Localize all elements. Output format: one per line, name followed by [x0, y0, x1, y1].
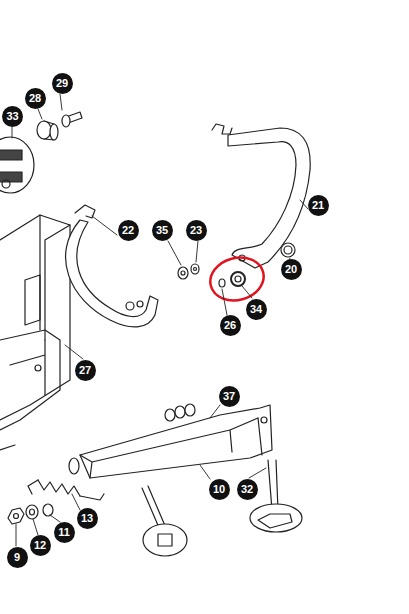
callout-number: 21 — [308, 195, 329, 216]
highlight-ring — [205, 252, 268, 307]
spring-part — [28, 480, 104, 500]
bushing-part — [281, 243, 295, 257]
callout-number: 29 — [52, 73, 73, 94]
callout-number: 23 — [186, 220, 207, 241]
callout-number: 37 — [219, 386, 240, 407]
washer-part — [178, 264, 199, 279]
lever-part — [212, 124, 310, 268]
wheel-part — [0, 137, 34, 193]
callout-number: 11 — [54, 522, 75, 543]
bushing-part — [37, 121, 58, 140]
leader-lines — [12, 94, 308, 546]
nut-part — [219, 272, 245, 287]
callout-number: 27 — [75, 360, 96, 381]
washer-part — [8, 504, 53, 524]
callout-number: 13 — [77, 508, 98, 529]
callout-number: 34 — [246, 299, 267, 320]
callout-number: 28 — [25, 88, 46, 109]
callout-number: 22 — [118, 220, 139, 241]
callout-number: 35 — [152, 220, 173, 241]
callout-number: 33 — [2, 106, 23, 127]
lever-part — [66, 205, 158, 327]
callout-number: 32 — [237, 479, 258, 500]
callout-number: 9 — [7, 547, 28, 568]
bolt-part — [62, 112, 82, 127]
callout-number: 26 — [220, 315, 241, 336]
callout-number: 20 — [281, 259, 302, 280]
pedal-part — [250, 460, 302, 532]
frame-part — [0, 215, 70, 450]
pedal-arm-part — [69, 404, 272, 478]
knob-part — [142, 486, 187, 556]
callout-number: 12 — [30, 535, 51, 556]
callout-number: 10 — [209, 479, 230, 500]
